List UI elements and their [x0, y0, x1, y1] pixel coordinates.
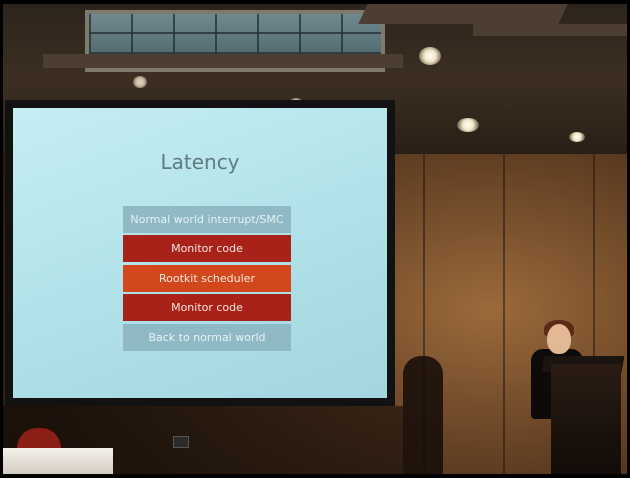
- ceiling-light: [457, 118, 479, 132]
- slide-block-monitor-code: Monitor code: [123, 235, 291, 262]
- wall-panel-line: [423, 154, 425, 474]
- projection-screen: Latency Normal world interrupt/SMC Monit…: [13, 108, 387, 398]
- slide-block-normal-world-interrupt: Normal world interrupt/SMC: [123, 206, 291, 233]
- slide-block-back-to-normal-world: Back to normal world: [123, 324, 291, 351]
- conference-photo: Latency Normal world interrupt/SMC Monit…: [3, 4, 627, 474]
- speaker-shadow: [403, 356, 443, 474]
- slide-title: Latency: [160, 150, 240, 174]
- ceiling-light: [133, 76, 147, 88]
- wall-panel-line: [503, 154, 505, 474]
- ceiling-beam: [43, 54, 403, 68]
- table-cloth: [3, 448, 113, 474]
- ceiling-beam: [473, 24, 627, 36]
- ceiling-beam: [358, 4, 568, 24]
- exit-sign: [173, 436, 189, 448]
- slide-block-monitor-code-2: Monitor code: [123, 294, 291, 321]
- speaker-head: [547, 324, 571, 354]
- slide-block-rootkit-scheduler: Rootkit scheduler: [123, 265, 291, 292]
- ceiling-light: [569, 132, 585, 142]
- wall-panel-line: [593, 154, 595, 474]
- ceiling-light: [419, 47, 441, 65]
- podium: [551, 364, 621, 474]
